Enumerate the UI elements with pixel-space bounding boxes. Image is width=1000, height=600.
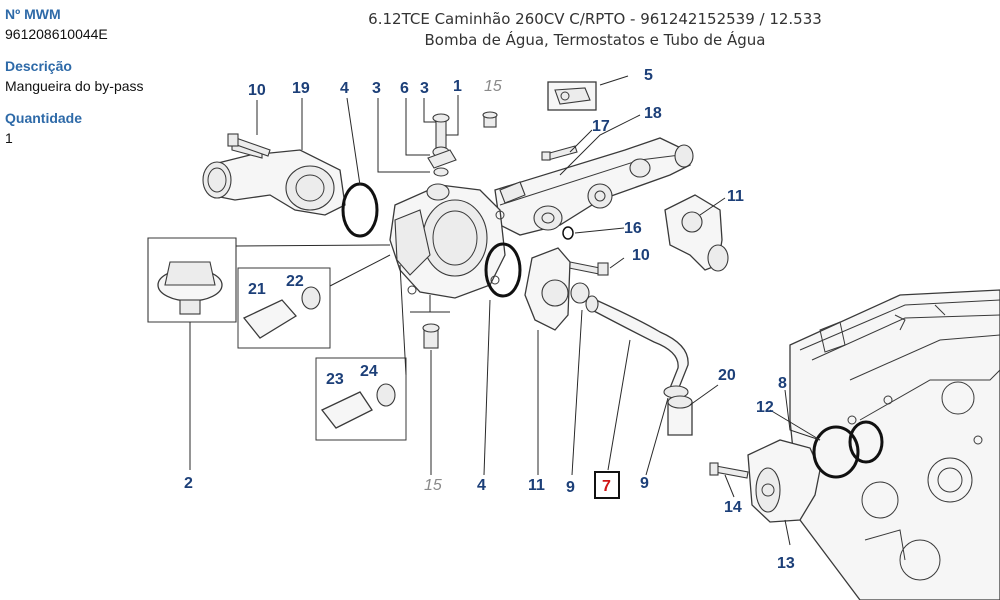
callout-15a[interactable]: 15 xyxy=(484,78,502,95)
callout-20[interactable]: 20 xyxy=(718,367,736,384)
description-value: Mangueira do by-pass xyxy=(5,78,144,94)
sensor-5 xyxy=(547,81,597,111)
callout-4b[interactable]: 4 xyxy=(477,477,486,494)
callout-15b[interactable]: 15 xyxy=(424,477,442,494)
callout-16[interactable]: 16 xyxy=(624,220,642,237)
callout-13[interactable]: 13 xyxy=(777,555,795,572)
callout-11b[interactable]: 11 xyxy=(528,477,545,494)
o-ring-16 xyxy=(562,226,574,240)
part-info-panel: Nº MWM 961208610044E Descrição Mangueira… xyxy=(5,6,205,162)
diagram-title: 6.12TCE Caminhão 260CV C/RPTO - 96124215… xyxy=(368,10,822,28)
callout-24[interactable]: 24 xyxy=(360,363,378,380)
sensor-assembly xyxy=(427,113,457,177)
description-label: Descrição xyxy=(5,58,72,74)
callout-labels: 10 19 4 3 6 3 1 15 5 18 17 11 16 10 22 2… xyxy=(184,67,795,572)
callout-6[interactable]: 6 xyxy=(400,80,409,97)
thermostat-detail xyxy=(147,237,237,323)
callout-3a[interactable]: 3 xyxy=(372,80,381,97)
diagram-subtitle: Bomba de Água, Termostatos e Tubo de Águ… xyxy=(424,31,766,49)
callout-17[interactable]: 17 xyxy=(592,118,610,135)
water-pump xyxy=(747,439,821,523)
callout-8[interactable]: 8 xyxy=(778,375,787,392)
outlet-11-right xyxy=(664,194,729,272)
callout-2[interactable]: 2 xyxy=(184,475,193,492)
bolt-middle-right xyxy=(568,261,609,276)
callout-9a[interactable]: 9 xyxy=(566,479,575,496)
callout-23[interactable]: 23 xyxy=(326,371,344,388)
selected-callout-box xyxy=(594,471,620,499)
water-manifold-tube xyxy=(494,137,694,236)
callout-19[interactable]: 19 xyxy=(292,80,310,97)
bolt-17 xyxy=(541,145,578,161)
o-ring-4b xyxy=(484,242,522,298)
engine-block-drawing xyxy=(789,289,1000,600)
gasket-12 xyxy=(812,425,860,479)
plug-bottom xyxy=(422,323,440,349)
quantity-label: Quantidade xyxy=(5,110,83,126)
callout-5[interactable]: 5 xyxy=(644,67,653,84)
callout-10a[interactable]: 10 xyxy=(248,82,266,99)
gasket-8 xyxy=(848,420,884,464)
diagram-header: 6.12TCE Caminhão 260CV C/RPTO - 96124215… xyxy=(330,9,860,51)
callout-14[interactable]: 14 xyxy=(724,499,742,516)
part-number-label: Nº MWM xyxy=(5,6,61,22)
leader-lines xyxy=(189,75,821,546)
callout-21[interactable]: 21 xyxy=(248,281,266,298)
callout-11a[interactable]: 11 xyxy=(727,188,744,205)
callout-9b[interactable]: 9 xyxy=(640,475,649,492)
callout-22[interactable]: 22 xyxy=(286,273,304,290)
callout-1[interactable]: 1 xyxy=(453,78,462,95)
callout-18[interactable]: 18 xyxy=(644,105,662,122)
plug-top xyxy=(482,111,498,128)
bolt-14 xyxy=(709,462,749,479)
flange-11 xyxy=(524,247,590,331)
callout-3b[interactable]: 3 xyxy=(420,80,429,97)
bypass-hose xyxy=(585,295,689,391)
fitting-20 xyxy=(667,395,693,436)
quantity-value: 1 xyxy=(5,130,13,146)
callout-12[interactable]: 12 xyxy=(756,399,774,416)
elbow-outlet xyxy=(202,141,346,216)
sensor-21-detail xyxy=(237,267,331,349)
bolt-top-left xyxy=(227,133,271,157)
o-ring-4a xyxy=(341,182,379,238)
thermostat-housing xyxy=(389,183,506,299)
sensor-23-detail xyxy=(315,357,407,441)
part-number-value: 961208610044E xyxy=(5,26,108,42)
callout-7[interactable]: 7 xyxy=(602,478,611,495)
callout-10b[interactable]: 10 xyxy=(632,247,650,264)
callout-4a[interactable]: 4 xyxy=(340,80,349,97)
